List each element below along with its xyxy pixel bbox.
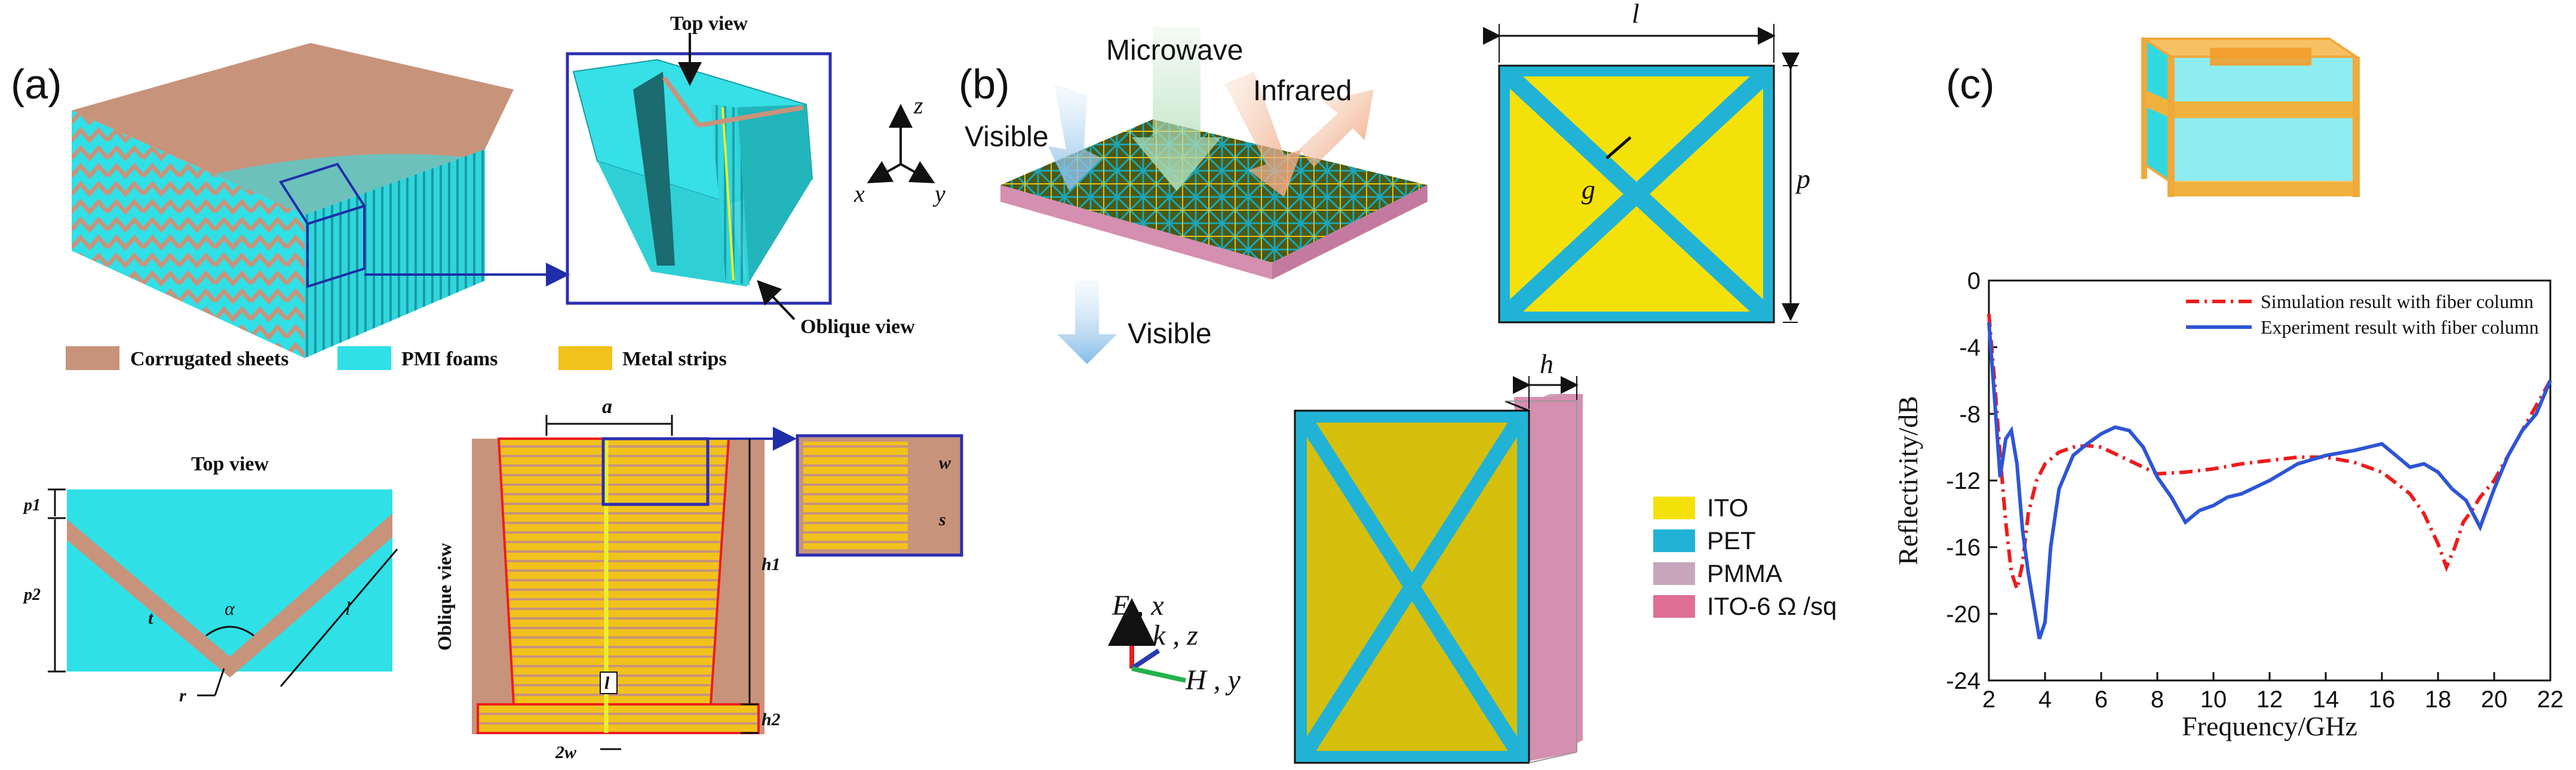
unit-cell-zoom xyxy=(566,33,832,321)
oblique-s: s xyxy=(938,510,946,529)
unit-cell-2d xyxy=(1483,24,1800,324)
unit-l-label: l xyxy=(1632,0,1639,29)
thickness-h-label: h xyxy=(1540,349,1553,379)
panel-c: (c) 0 -4 -8 -12 -16 -20 -24 2 4 6 8 10 12 14 16 18 20 22… xyxy=(1893,36,2563,741)
legend-swatch-metal xyxy=(558,346,612,370)
top-view-schematic xyxy=(48,488,398,697)
x-tick-label: 22 xyxy=(2537,686,2564,713)
topview-alpha: α xyxy=(225,597,235,619)
legend-swatch-corrugated xyxy=(66,346,119,370)
metasurface-sheet xyxy=(1000,27,1427,364)
unit-cell-3d-front xyxy=(1294,376,1579,764)
legend-label-ito: ITO xyxy=(1707,494,1748,522)
ekh-triad: E , x k , z H , y xyxy=(1108,590,1241,696)
panel-a-label: (a) xyxy=(11,61,62,107)
topview-p2: p2 xyxy=(23,586,41,604)
panel-b-label: (b) xyxy=(959,61,1010,107)
unit-g-label: g xyxy=(1582,174,1595,205)
oblique-view-schematic xyxy=(472,415,963,750)
unit-p-label: p xyxy=(1795,164,1810,194)
panel-b: (b) Microwave Infrared Visible Visible xyxy=(959,0,1837,764)
axis-x-label: x xyxy=(853,180,865,207)
legend-label-pmi: PMI foams xyxy=(401,348,498,370)
y-tick-label: -16 xyxy=(1946,535,1981,561)
axis-y-label: y xyxy=(932,180,945,207)
series-experiment-line xyxy=(1987,322,2552,640)
x-tick-label: 20 xyxy=(2481,686,2508,713)
y-tick-label: -20 xyxy=(1946,601,1981,627)
oblique-a: a xyxy=(602,396,612,418)
y-tick-label: 0 xyxy=(1967,268,1981,294)
legend-b: ITO PET PMMA ITO-6 Ω /sq xyxy=(1653,494,1837,620)
axis-z-label: z xyxy=(913,92,923,119)
x-tick-label: 10 xyxy=(2200,686,2227,713)
h-field-label: H , y xyxy=(1185,664,1241,696)
label-microwave: Microwave xyxy=(1106,35,1243,66)
label-infrared: Infrared xyxy=(1253,75,1352,107)
topview-t: t xyxy=(148,608,154,628)
series-simulation-line xyxy=(1987,313,2552,596)
legend-label-pet: PET xyxy=(1707,526,1756,555)
oblique-h2: h2 xyxy=(762,710,781,729)
y-tick-label: -4 xyxy=(1959,335,1981,361)
label-visible-top: Visible xyxy=(965,121,1049,153)
x-tick-label: 8 xyxy=(2151,686,2164,713)
x-tick-label: 6 xyxy=(2095,686,2108,713)
panel-a: (a) Top view Oblique view xyxy=(11,13,963,762)
legend-label-pmma: PMMA xyxy=(1707,559,1782,587)
legend-a: Corrugated sheets PMI foams Metal strips xyxy=(66,346,727,370)
label-visible-bottom: Visible xyxy=(1128,318,1212,350)
oblique-2w: 2w xyxy=(555,743,577,762)
topview-title: Top view xyxy=(191,453,269,475)
x-tick-label: 18 xyxy=(2425,686,2452,713)
topview-l: l xyxy=(345,597,351,619)
topview-r: r xyxy=(179,686,186,706)
x-ticks: 2 4 6 8 10 12 14 16 18 20 22 xyxy=(1982,672,2563,713)
x-tick-label: 12 xyxy=(2256,686,2283,713)
chart-legend: Simulation result with fiber column Expe… xyxy=(2186,291,2539,338)
reflectivity-chart: 0 -4 -8 -12 -16 -20 -24 2 4 6 8 10 12 14 16 18 20 22 Sim… xyxy=(1893,268,2563,741)
legend-swatch-ito6 xyxy=(1653,595,1695,618)
legend-swatch-pmma xyxy=(1653,562,1695,585)
oblique-w: w xyxy=(939,453,951,473)
oblique-h1: h1 xyxy=(762,555,781,574)
k-vector-label: k , z xyxy=(1153,620,1198,651)
top-view-label: Top view xyxy=(670,13,748,35)
oblique-side-label: Oblique view xyxy=(434,543,455,651)
legend-swatch-pmi xyxy=(337,346,391,370)
y-tick-label: -8 xyxy=(1959,401,1981,427)
legend-label-metal: Metal strips xyxy=(622,348,727,370)
oblique-view-label: Oblique view xyxy=(800,316,915,338)
y-axis-label: Reflectivity/dB xyxy=(1893,396,1923,565)
cell-3d-illustration xyxy=(2140,36,2360,197)
x-tick-label: 16 xyxy=(2369,686,2396,713)
oblique-l: l xyxy=(604,673,610,693)
x-tick-label: 4 xyxy=(2038,686,2052,713)
legend-label-simulation: Simulation result with fiber column xyxy=(2261,291,2534,312)
legend-label-ito6: ITO-6 Ω /sq xyxy=(1707,592,1837,620)
legend-label-experiment: Experiment result with fiber column xyxy=(2261,316,2539,338)
e-field-label: E , x xyxy=(1112,590,1164,621)
panel-c-label: (c) xyxy=(1946,61,1995,107)
legend-swatch-pet xyxy=(1653,529,1695,552)
legend-label-corrugated: Corrugated sheets xyxy=(130,348,288,370)
y-tick-label: -12 xyxy=(1946,468,1981,494)
legend-swatch-ito xyxy=(1653,497,1695,519)
sandwich-block xyxy=(72,43,570,358)
topview-p1: p1 xyxy=(23,496,41,515)
y-tick-label: -24 xyxy=(1946,668,1981,694)
x-tick-label: 14 xyxy=(2313,686,2339,713)
x-tick-label: 2 xyxy=(1982,686,1995,713)
axes-triad-a: z x y xyxy=(853,92,945,207)
x-axis-label: Frequency/GHz xyxy=(2182,711,2357,741)
